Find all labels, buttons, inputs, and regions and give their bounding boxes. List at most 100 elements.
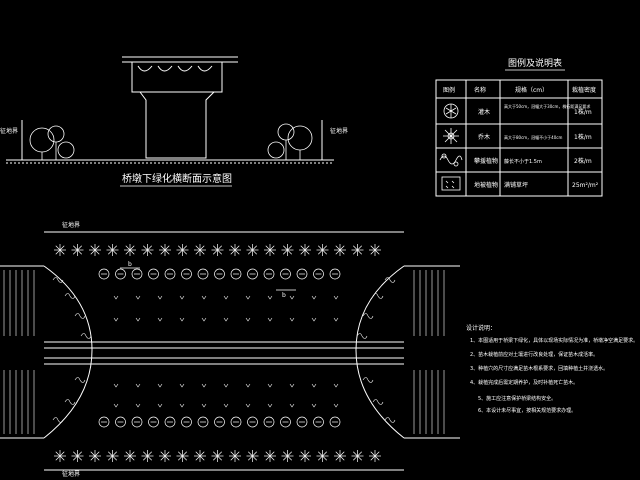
vine-symbol bbox=[362, 377, 374, 383]
notes-line-2: 2、苗木栽植前应对土壤进行改良处理，保证苗木成活率。 bbox=[470, 351, 598, 358]
tree-symbol bbox=[194, 450, 206, 462]
shrub-ball-icon bbox=[443, 103, 459, 119]
shrub-symbol bbox=[263, 268, 275, 280]
ground-cover-symbol bbox=[201, 295, 207, 300]
tree-symbol bbox=[351, 450, 364, 462]
tree-symbol bbox=[211, 450, 224, 462]
tree-symbol bbox=[369, 244, 381, 256]
shrub-symbol bbox=[214, 416, 225, 428]
shrub-symbol bbox=[230, 416, 242, 428]
ground-cover-symbol bbox=[311, 295, 317, 300]
vine-symbol bbox=[52, 417, 64, 423]
plan-view: 征地界 征地界 bbox=[0, 221, 460, 478]
tree-symbol bbox=[229, 450, 241, 462]
ground-cover-symbol bbox=[333, 317, 339, 322]
ground-cover-symbol bbox=[135, 403, 141, 408]
shrub-symbol bbox=[214, 268, 225, 280]
shrub-symbol bbox=[115, 416, 126, 428]
climbing-vine-icon bbox=[439, 153, 463, 167]
shrub-symbol bbox=[131, 416, 143, 428]
right-boundary-label: 征地界 bbox=[330, 127, 348, 135]
tree-symbol bbox=[194, 244, 206, 256]
legend-table: 图例及说明表 图例 名称 规格（cm） 栽植密度 灌木 高大于50cm，冠幅大于… bbox=[435, 57, 603, 197]
ground-cover-symbol bbox=[245, 403, 251, 408]
shrub-symbol bbox=[181, 268, 192, 280]
ground-cover-symbol bbox=[245, 317, 251, 322]
ground-cover-symbol bbox=[289, 383, 295, 388]
ground-cover-symbol bbox=[113, 383, 119, 388]
ground-cover-symbol bbox=[113, 295, 119, 300]
vine-symbol bbox=[74, 377, 86, 383]
vine-symbol bbox=[74, 313, 86, 319]
tree-symbol bbox=[334, 450, 346, 462]
notes-heading: 设计说明： bbox=[466, 324, 496, 332]
ground-cover-symbol bbox=[223, 403, 229, 408]
tree-symbol bbox=[71, 244, 84, 256]
left-abutment-hatch bbox=[3, 270, 35, 434]
tree-symbol bbox=[264, 450, 276, 462]
shrub-symbol bbox=[296, 268, 308, 280]
notes-line-3: 3、种植穴的尺寸应满足苗木根系要求，回填种植土并浇透水。 bbox=[470, 365, 608, 372]
tree-symbol bbox=[141, 244, 154, 256]
tree-symbol bbox=[124, 450, 136, 462]
tree-symbol bbox=[71, 450, 84, 462]
legend-row-4-spec: 满铺草坪 bbox=[504, 181, 528, 189]
tree-symbol bbox=[281, 244, 294, 256]
tree-symbol bbox=[334, 244, 346, 256]
tree-symbol bbox=[106, 450, 119, 462]
shrub-symbol bbox=[148, 268, 159, 280]
tree-symbol bbox=[54, 450, 66, 462]
tree-symbol bbox=[176, 450, 189, 462]
notes-line-4: 4、栽植完成后需定期养护，及时补植死亡苗木。 bbox=[470, 379, 578, 386]
legend-row-3-name: 攀援植物 bbox=[474, 157, 498, 165]
ground-cover-symbol bbox=[179, 403, 185, 408]
notes-line-1: 1、本图适用于桥梁下绿化，具体以现场实际情况为准，桥墩净空满足要求。 bbox=[470, 337, 638, 344]
shrub-symbol bbox=[329, 416, 341, 428]
shrub-symbol bbox=[98, 268, 110, 280]
tree-symbol bbox=[264, 244, 276, 256]
vine-symbol bbox=[356, 333, 368, 339]
ground-cover-symbol bbox=[333, 403, 339, 408]
shrub-symbol bbox=[181, 416, 192, 428]
plan-top-boundary-label: 征地界 bbox=[62, 221, 80, 229]
ground-cover-symbol bbox=[245, 295, 251, 300]
shrub-symbol bbox=[263, 416, 275, 428]
plan-bottom-boundary-label: 征地界 bbox=[62, 470, 80, 478]
ground-cover-symbol bbox=[289, 317, 295, 322]
ground-cover-symbol bbox=[311, 317, 317, 322]
legend-header-icon: 图例 bbox=[443, 86, 455, 94]
ground-cover-symbol bbox=[267, 295, 273, 300]
legend-row-2-name: 乔木 bbox=[478, 133, 490, 141]
tree-symbol bbox=[229, 244, 241, 256]
vine-symbol bbox=[64, 399, 76, 405]
tree-symbol bbox=[299, 450, 311, 462]
legend-row-2-spec: 高大于80cm，冠幅不小于40cm bbox=[504, 134, 562, 140]
section-view bbox=[6, 56, 334, 164]
ground-cover-symbol bbox=[157, 383, 163, 388]
tree-symbol bbox=[106, 244, 119, 256]
legend-row-3-spec: 藤长不小于1.5m bbox=[504, 158, 542, 165]
ground-cover-symbol bbox=[157, 317, 163, 322]
legend-header-spec: 规格（cm） bbox=[515, 86, 548, 94]
ground-cover-icon bbox=[441, 176, 461, 191]
ground-cover-symbol bbox=[179, 295, 185, 300]
ground-cover-symbol bbox=[223, 295, 229, 300]
shrub-symbol bbox=[230, 268, 242, 280]
legend-row-2-density: 1株/m bbox=[574, 133, 592, 141]
ground-cover-symbol bbox=[113, 317, 119, 322]
vine-symbol bbox=[362, 313, 374, 319]
ground-cover-symbol bbox=[179, 317, 185, 322]
ground-cover-symbol bbox=[267, 403, 273, 408]
ground-cover-symbol bbox=[201, 383, 207, 388]
shrub-symbol bbox=[197, 268, 209, 280]
legend-row-1-density: 1株/m bbox=[574, 108, 592, 116]
vine-symbol bbox=[52, 277, 64, 283]
tree-symbol bbox=[54, 244, 66, 256]
shrub-symbol bbox=[164, 268, 176, 280]
ground-cover-symbol bbox=[201, 403, 207, 408]
legend-header-name: 名称 bbox=[474, 86, 486, 94]
ground-cover-symbol bbox=[223, 317, 229, 322]
tree-symbol bbox=[246, 244, 259, 256]
tree-symbol bbox=[176, 244, 189, 256]
